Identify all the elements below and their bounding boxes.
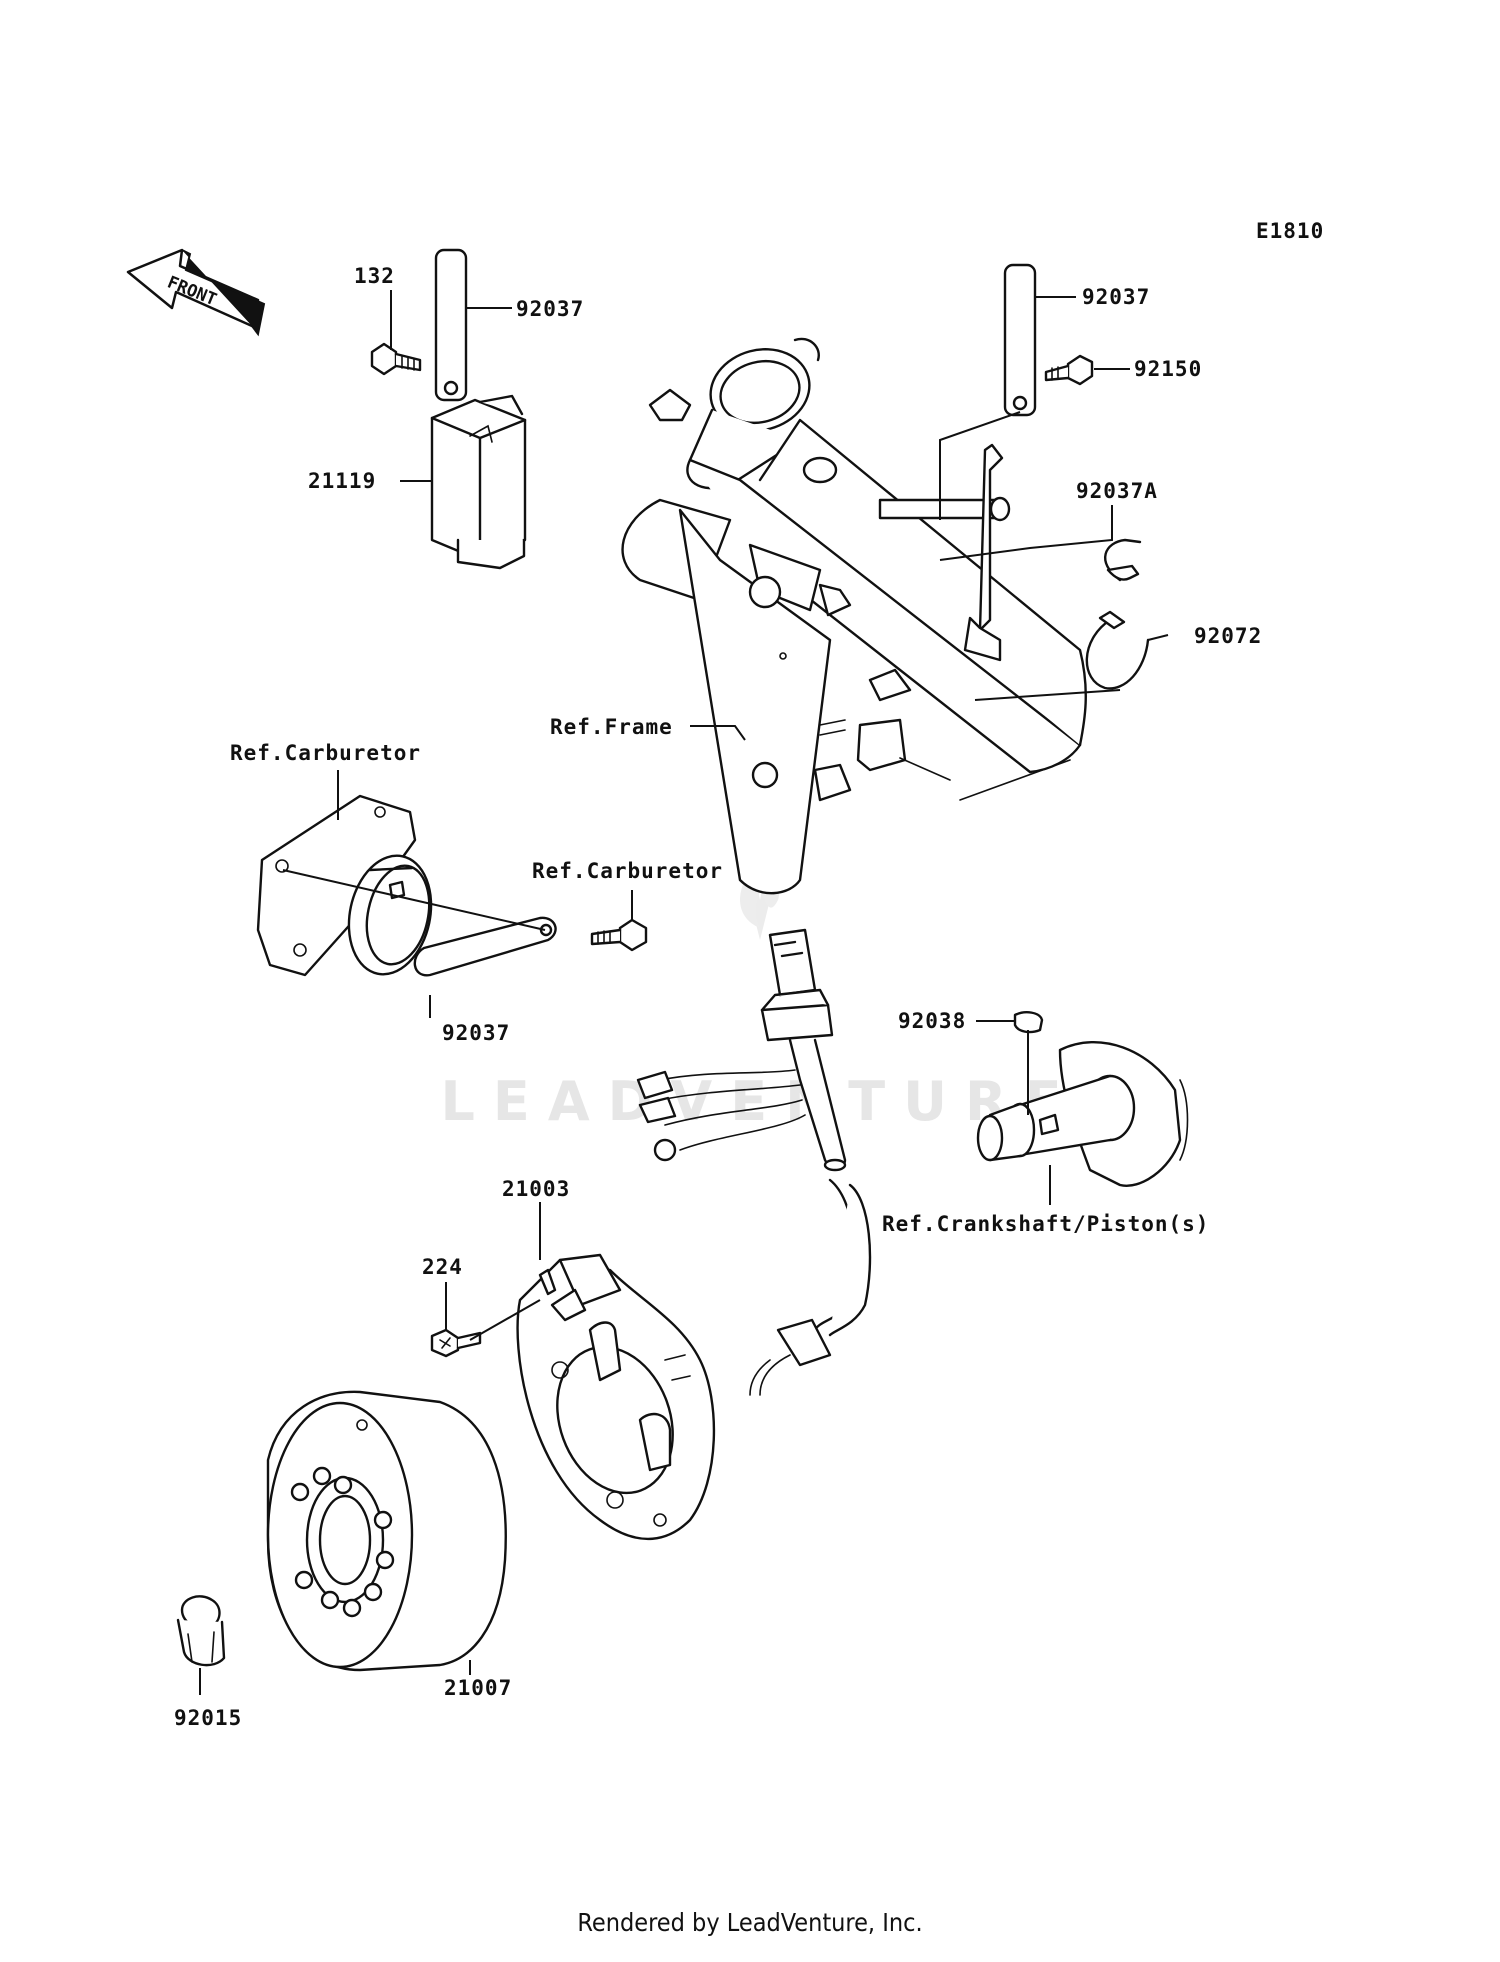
carburetor [256,794,433,977]
crankshaft [976,1041,1189,1187]
cdi-unit-21119 [430,248,527,570]
label-92037-top-right: 92037 [1082,285,1150,309]
label-132: 132 [354,264,395,288]
part-labels: 132 92037 21119 92037 92150 92037A 92072… [174,264,1262,1730]
band-92072 [1085,610,1150,690]
screw-224 [430,1328,482,1358]
label-ref-frame: Ref.Frame [550,715,673,739]
strap-92037-right [1003,263,1037,417]
clamp-92037A [1104,538,1142,582]
leader-lines [199,290,1169,1695]
label-92037A: 92037A [1076,479,1158,503]
wire-harness [636,928,872,1396]
bolt-92150 [1044,354,1094,386]
label-92037-carb: 92037 [442,1021,510,1045]
diagram-code: E1810 [1256,219,1324,243]
label-92150: 92150 [1134,357,1202,381]
flywheel-21007 [266,1390,507,1672]
label-92038: 92038 [898,1009,966,1033]
label-92072: 92072 [1194,624,1262,648]
frame [621,337,1087,895]
watermark-text: LEADVENTURE [441,1070,1080,1133]
label-21119: 21119 [308,469,376,493]
label-21007: 21007 [444,1676,512,1700]
key-92038 [1013,1011,1044,1034]
label-ref-crankshaft: Ref.Crankshaft/Piston(s) [882,1212,1209,1236]
label-21003: 21003 [502,1177,570,1201]
bolt-carb [590,918,648,952]
label-224: 224 [422,1255,463,1279]
footer-credit: Rendered by LeadVenture, Inc. [577,1908,923,1937]
watermark: LEADVENTURE [441,860,1080,1133]
stator-21003 [516,1253,716,1541]
label-92037-top-left: 92037 [516,297,584,321]
front-arrow-icon: FRONT [126,248,266,337]
bolt-132 [370,342,422,376]
label-ref-carburetor-1: Ref.Carburetor [230,741,421,765]
label-92015: 92015 [174,1706,242,1730]
nut-92015 [176,1595,226,1667]
strap-92037-carb [413,916,557,977]
label-ref-carburetor-2: Ref.Carburetor [532,859,723,883]
